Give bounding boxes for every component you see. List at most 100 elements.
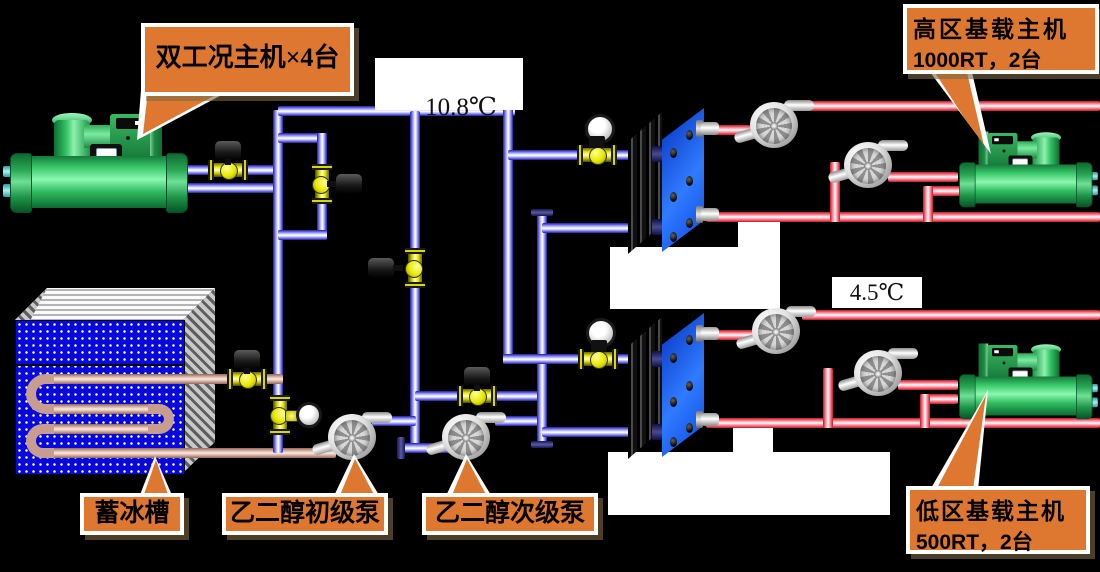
hx-bolt [670, 353, 677, 363]
valve-ball [589, 147, 607, 165]
callout-text: 乙二醇次级泵 [434, 500, 585, 527]
crossover-valve [457, 386, 497, 406]
hx-pipe-connector [652, 146, 662, 162]
flow-meter [296, 402, 322, 428]
blank-label-box [610, 247, 780, 309]
hx-bolt [686, 335, 693, 345]
pump-discharge-stub [362, 412, 392, 423]
callout-line1: 低区基载主机 [916, 499, 1066, 524]
hx-bolt [686, 218, 693, 228]
left-riser-pipe [273, 110, 283, 453]
hx-bolt [686, 423, 693, 433]
pump2-discharge-pipe [495, 416, 545, 426]
callout-dual-mode-chiller: 双工况主机×4台 [141, 23, 354, 96]
dual-mode-chiller [3, 110, 198, 213]
callout-glycol-secondary-pump: 乙二醇次级泵 [422, 493, 598, 535]
callout-low-zone-chiller: 低区基载主机 500RT，2台 [906, 486, 1090, 554]
hx2-outlet-pipe [706, 330, 756, 340]
hx-nozzle [701, 208, 719, 221]
chiller-end-cap [166, 153, 188, 213]
pump-hub [348, 434, 356, 442]
tank-top-face [15, 288, 215, 320]
callout-line1: 高区基载主机 [913, 17, 1069, 42]
blank-label-tab [738, 222, 780, 249]
chiller-shell [14, 156, 186, 208]
pump-discharge-stub [784, 100, 814, 111]
callout-high-zone-chiller: 高区基载主机 1000RT，2台 [903, 4, 1099, 74]
chilled-water-temp-label: 4.5℃ [832, 277, 922, 308]
chiller1-return-pipe [183, 183, 283, 193]
chiller-control-panel [992, 348, 1013, 357]
chiller-nozzle [3, 166, 13, 177]
chiller4-elbow [920, 394, 958, 404]
valve-stem [244, 368, 250, 374]
hx-nozzle [701, 413, 719, 426]
glycol-supply-temp-label: 10.8℃ [375, 58, 523, 121]
valve-actuator [464, 367, 490, 387]
pump4-suction-riser [830, 162, 840, 222]
coil-u-turn [148, 404, 174, 434]
hx-nozzle-flange [696, 325, 703, 342]
glycol-primary-pump [311, 404, 392, 462]
high-zone-base-chiller [952, 130, 1098, 208]
valve-actuator [336, 174, 362, 194]
header-drop-pipe [503, 106, 513, 364]
hx-riser-pipe [537, 214, 547, 444]
glycol-secondary-pump [425, 404, 506, 462]
pump4-discharge-pipe [888, 172, 958, 182]
valve-stem [474, 385, 480, 391]
gauge-base [591, 340, 607, 352]
blank-label-box [608, 452, 890, 515]
low-zone-header [802, 310, 1100, 320]
chiller-control-panel [992, 136, 1013, 145]
pump-discharge-stub [888, 348, 918, 359]
plate-heat-exchanger-lower [628, 305, 723, 465]
callout-text: 双工况主机×4台 [155, 43, 340, 72]
hx-bolt [686, 381, 693, 391]
pipe-end-flange [531, 441, 553, 448]
callout-text: 乙二醇初级泵 [229, 500, 380, 527]
chilled-water-temp-value: 4.5℃ [849, 280, 905, 305]
hx2-lower-pipe [542, 427, 653, 437]
pump-hub [462, 434, 470, 442]
low-zone-pump-1 [735, 298, 816, 356]
glycol-supply-temp-value: 10.8℃ [425, 94, 497, 121]
low-zone-base-chiller [952, 342, 1098, 420]
coil-u-turn [26, 374, 54, 414]
chiller-end-cap [959, 162, 976, 208]
valve-actuator [368, 258, 394, 278]
pipe-end-flange [397, 437, 405, 459]
pump-hub [874, 370, 882, 378]
chiller-end-cap [959, 374, 976, 420]
bypass-bottom-pipe [278, 230, 327, 240]
hx2-feed-valve [578, 349, 618, 369]
valve-ball [405, 260, 423, 278]
high-zone-return-pipe [706, 212, 1100, 222]
high-zone-header [800, 101, 1100, 111]
hx1-lower-pipe [542, 223, 653, 233]
hx-bolt [670, 148, 677, 158]
chiller-shell [960, 164, 1090, 204]
hx-pipe-connector [652, 219, 662, 235]
chiller-dot [126, 136, 130, 140]
pump-discharge-stub [476, 412, 506, 423]
blank-label-tab [733, 428, 773, 454]
high-zone-pump-2 [827, 132, 908, 190]
valve-actuator [234, 350, 260, 370]
callout-line2: 1000RT，2台 [913, 49, 1042, 72]
coil-pass-2 [44, 404, 154, 414]
hx-bolt [670, 397, 677, 407]
tank-water-line [15, 364, 183, 366]
hx-bolt [686, 130, 693, 140]
hx-pipe-connector [652, 351, 662, 367]
pump-hub [864, 162, 872, 170]
pump-hub [772, 328, 780, 336]
riser-valve [405, 249, 423, 287]
hx-pipe-connector [652, 424, 662, 440]
pump-discharge-stub [786, 306, 816, 317]
hx-bolt [670, 437, 677, 447]
pump6-discharge-pipe [898, 380, 958, 390]
plate-heat-exchanger-upper [628, 100, 723, 260]
chiller-nozzle [3, 184, 13, 197]
valve-ball [590, 351, 608, 369]
